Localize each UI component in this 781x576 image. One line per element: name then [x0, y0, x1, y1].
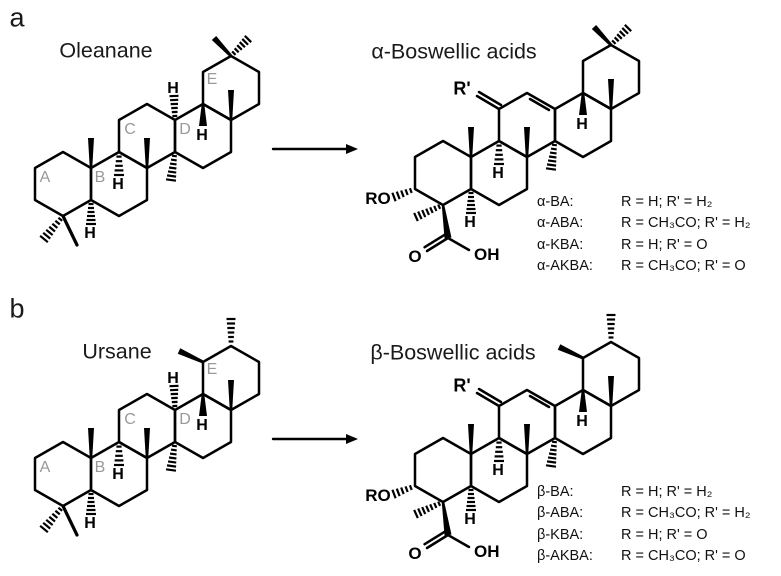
beta-compound-list: β-BA: R = H; R' = H₂ β-ABA: R = CH₃CO; R… [537, 482, 751, 568]
compound-row: α-ABA: R = CH₃CO; R' = H₂ [537, 213, 751, 234]
stereo-h-label: H [84, 225, 96, 242]
ring-label-B: B [95, 169, 106, 186]
ring-label-D: D [179, 411, 191, 428]
stereo-h-label: H [167, 80, 179, 97]
compound-name: α-KBA: [537, 236, 584, 253]
stereo-h-label: H [492, 462, 504, 479]
compound-row: β-BA: R = H; R' = H₂ [537, 482, 751, 503]
compound-row: α-KBA: R = H; R' = O [537, 235, 751, 256]
compound-name: β-ABA: [537, 505, 584, 522]
structure-alpha-boswellic-acid: H H H R' RO O OH [365, 24, 641, 266]
stereo-h-label: H [196, 127, 208, 144]
ro-label: RO [365, 486, 391, 505]
stereo-h-label: H [576, 413, 588, 430]
compound-definition: R = CH₃CO; R' = H₂ [621, 215, 751, 232]
compound-name: β-BA: [537, 484, 574, 500]
oleanane-title: Oleanane [59, 38, 153, 63]
compound-definition: R = H; R' = O [621, 236, 708, 253]
compound-row: α-AKBA: R = CH₃CO; R' = O [537, 256, 751, 277]
ring-label-C: C [124, 411, 136, 428]
r-prime-label: R' [453, 78, 470, 98]
stereo-h-label: H [112, 466, 124, 483]
carbonyl-o-label: O [408, 247, 421, 266]
carbonyl-o-label: O [408, 544, 421, 563]
ro-label: RO [365, 189, 391, 208]
compound-row: β-KBA: R = H; R' = O [537, 525, 751, 546]
compound-definition: R = CH₃CO; R' = O [621, 548, 746, 565]
compound-definition: R = H; R' = O [621, 526, 708, 543]
reaction-arrow-b [271, 434, 358, 444]
stereo-h-label: H [167, 370, 179, 387]
alpha-boswellic-acids-title: α-Boswellic acids [371, 39, 537, 64]
reaction-arrow-a [271, 144, 358, 154]
compound-name: α-ABA: [537, 215, 584, 232]
alpha-compound-list: α-BA: R = H; R' = H₂ α-ABA: R = CH₃CO; R… [537, 192, 751, 278]
stereo-h-label: H [576, 116, 588, 133]
r-prime-label: R' [453, 375, 470, 395]
compound-row: β-AKBA: R = CH₃CO; R' = O [537, 546, 751, 567]
structure-oleanane: H H H H A B C D E [33, 35, 261, 247]
compound-row: β-ABA: R = CH₃CO; R' = H₂ [537, 503, 751, 524]
compound-definition: R = CH₃CO; R' = H₂ [621, 505, 751, 522]
structure-ursane: H H H H A B C D E [33, 317, 261, 537]
ring-label-E: E [207, 361, 218, 378]
panel-b-label: b [9, 293, 25, 324]
compound-definition: R = H; R' = H₂ [621, 484, 713, 500]
stereo-h-label: H [464, 214, 476, 231]
compound-name: α-BA: [537, 194, 574, 210]
compound-definition: R = CH₃CO; R' = O [621, 258, 746, 275]
stereo-h-label: H [492, 165, 504, 182]
stereo-h-label: H [196, 417, 208, 434]
ursane-title: Ursane [82, 339, 152, 364]
ring-label-E: E [207, 71, 218, 88]
stereo-h-label: H [464, 511, 476, 528]
compound-name: β-KBA: [537, 526, 584, 543]
ring-label-A: A [40, 169, 51, 186]
panel-a-label: a [9, 2, 25, 33]
ring-label-D: D [179, 121, 191, 138]
hydroxyl-label: OH [474, 542, 500, 561]
hydroxyl-label: OH [474, 245, 500, 264]
stereo-h-label: H [112, 176, 124, 193]
structure-beta-boswellic-acid: H H H R' RO O OH [365, 313, 641, 563]
compound-row: α-BA: R = H; R' = H₂ [537, 192, 751, 213]
compound-name: β-AKBA: [537, 548, 593, 565]
ring-label-A: A [40, 459, 51, 476]
beta-boswellic-acids-title: β-Boswellic acids [370, 340, 536, 365]
compound-definition: R = H; R' = H₂ [621, 194, 713, 210]
stereo-h-label: H [84, 515, 96, 532]
ring-label-C: C [124, 121, 136, 138]
compound-name: α-AKBA: [537, 258, 593, 275]
ring-label-B: B [95, 459, 106, 476]
